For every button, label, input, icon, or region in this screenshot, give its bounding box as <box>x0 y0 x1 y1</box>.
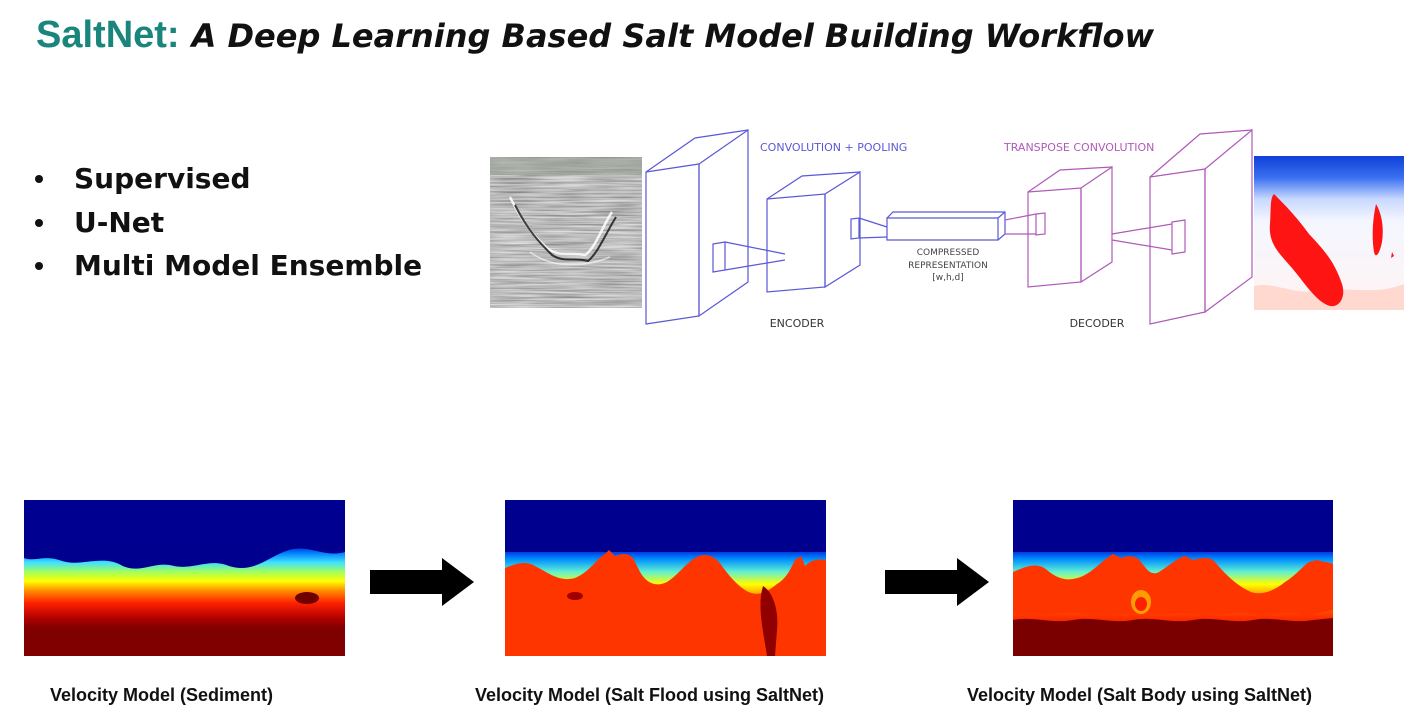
slide-title: SaltNet: A Deep Learning Based Salt Mode… <box>36 14 1154 57</box>
convolution-label: CONVOLUTION + POOLING <box>760 141 907 154</box>
velocity-model-salt-body <box>1013 500 1333 656</box>
bullet-list: Supervised U-Net Multi Model Ensemble <box>32 157 422 288</box>
unet-architecture-diagram: CONVOLUTION + POOLING TRANSPOSE CONVOLUT… <box>645 128 1253 330</box>
caption-salt-flood: Velocity Model (Salt Flood using SaltNet… <box>475 685 825 705</box>
decoder-label: DECODER <box>1070 317 1125 330</box>
velocity-model-sediment <box>24 500 345 656</box>
encoder-label: ENCODER <box>770 317 825 330</box>
bullet-item: Multi Model Ensemble <box>32 244 422 288</box>
velocity-model-salt-flood <box>505 500 826 656</box>
dimension-label: [w,h,d] <box>932 273 964 283</box>
right-arrow-icon <box>885 558 989 606</box>
caption-salt-body: Velocity Model (Salt Body using SaltNet) <box>967 685 1313 705</box>
bullet-item: U-Net <box>32 201 422 245</box>
seismic-input-image <box>490 157 642 308</box>
bullet-item: Supervised <box>32 157 422 201</box>
right-arrow-icon <box>370 558 474 606</box>
title-brand: SaltNet: <box>36 14 180 56</box>
representation-label: REPRESENTATION <box>908 261 988 271</box>
caption-sediment: Velocity Model (Sediment) <box>50 685 274 705</box>
salt-prediction-image <box>1254 156 1404 310</box>
title-subtitle: A Deep Learning Based Salt Model Buildin… <box>191 17 1155 55</box>
transpose-label: TRANSPOSE CONVOLUTION <box>1003 141 1154 154</box>
compressed-label: COMPRESSED <box>917 248 980 258</box>
